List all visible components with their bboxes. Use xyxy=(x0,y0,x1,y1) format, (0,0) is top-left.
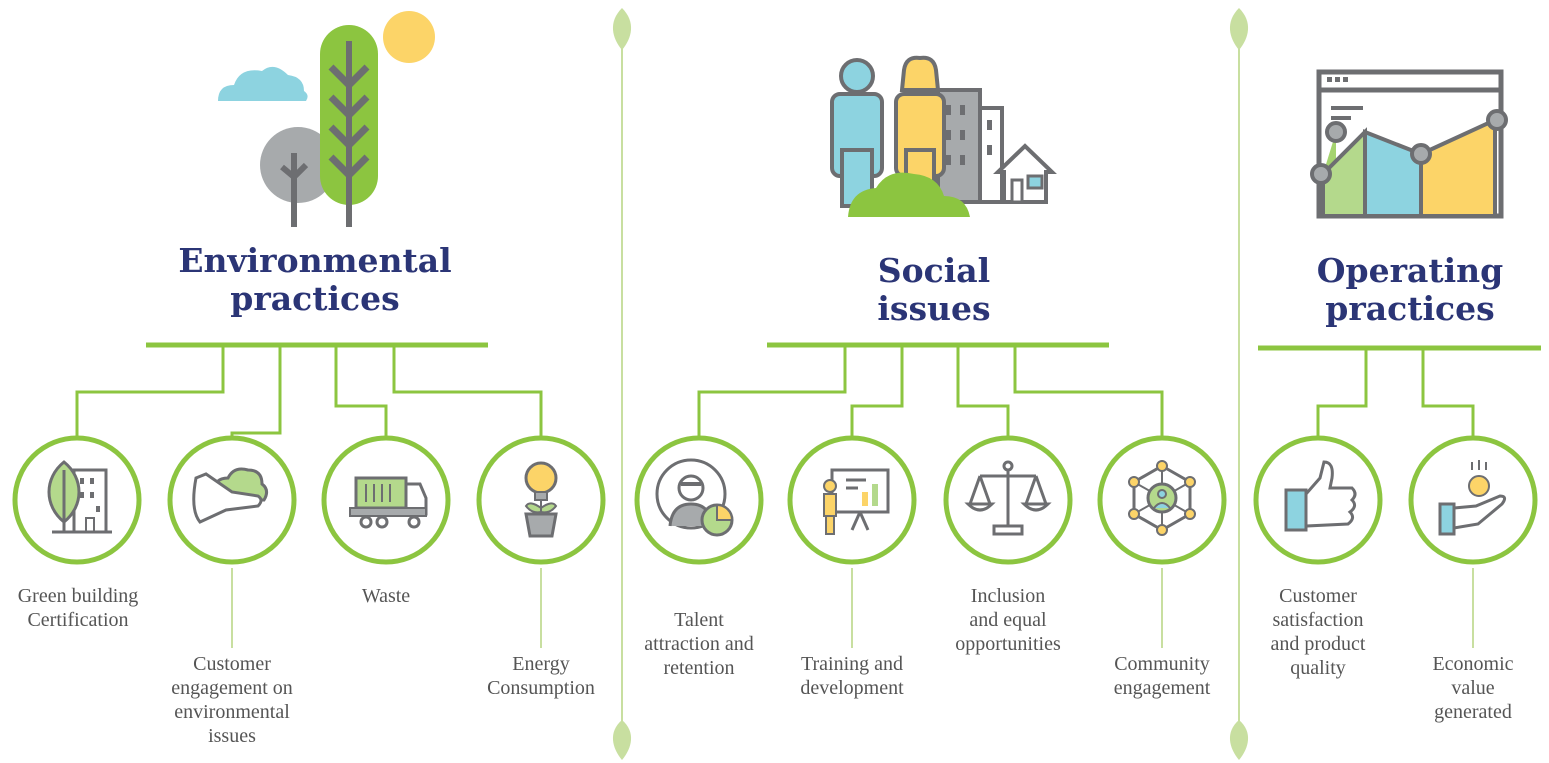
lightbulb-plant-icon xyxy=(524,461,558,538)
section-divider-1 xyxy=(612,8,632,760)
hand-cloud-icon xyxy=(192,467,269,524)
thumbs-up-icon xyxy=(1284,460,1357,532)
label-stems xyxy=(231,568,1474,648)
green-building-icon xyxy=(47,460,112,534)
people-city-illustration xyxy=(830,55,1057,217)
garbage-truck-icon xyxy=(349,476,428,529)
presentation-board-icon xyxy=(823,468,890,535)
trees-sun-cloud-illustration xyxy=(218,11,435,227)
label-waste: Waste xyxy=(361,585,411,607)
operating-connector xyxy=(1258,345,1541,438)
social-connector xyxy=(697,342,1164,438)
environmental-connector xyxy=(75,342,543,438)
section-divider-2 xyxy=(1229,8,1249,760)
hand-coin-icon xyxy=(1438,460,1507,536)
talent-person-chart-icon xyxy=(655,458,734,537)
browser-area-chart-illustration xyxy=(1310,69,1508,219)
scales-of-justice-icon xyxy=(964,460,1052,536)
community-network-icon xyxy=(1128,460,1196,536)
